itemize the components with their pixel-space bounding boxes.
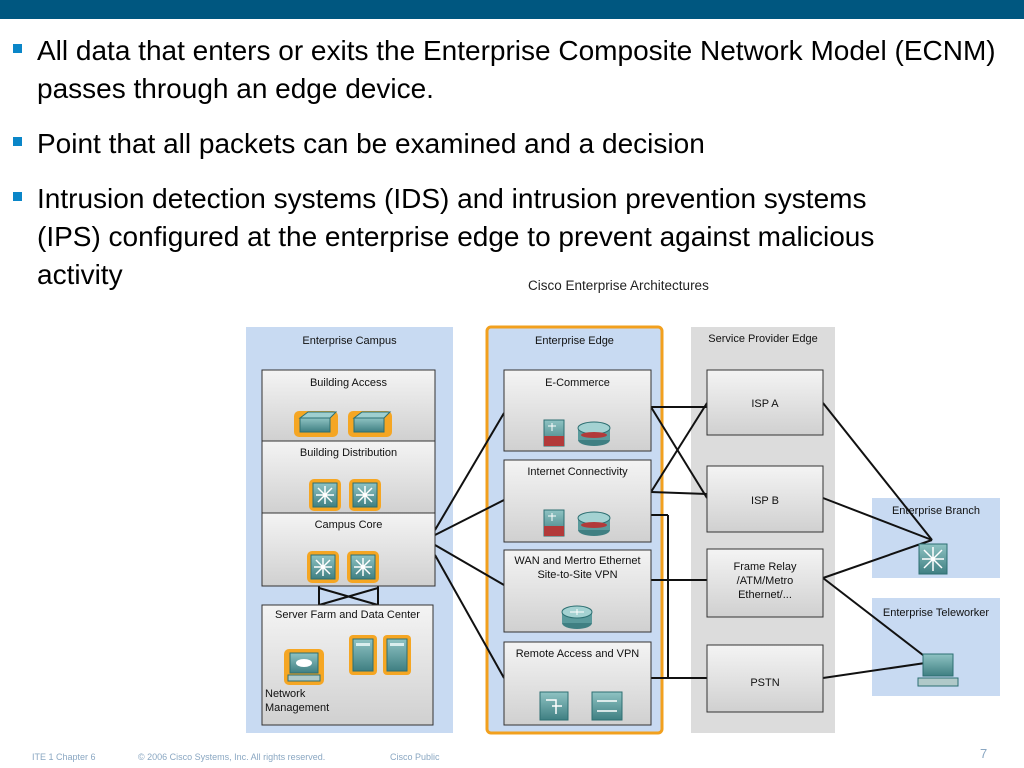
server-farm-label: Server Farm and Data Center [275, 609, 420, 621]
remote-access-label: Remote Access and VPN [515, 648, 640, 660]
workstation-icon [917, 653, 959, 687]
isp-b-module [706, 465, 824, 533]
bullet-item: Intrusion detection systems (IDS) and in… [12, 180, 937, 294]
network-management-label: Network Management [265, 688, 330, 714]
wan-label: WAN and Mertro Ethernet Site-to-Site VPN [514, 555, 641, 581]
ecommerce-module [503, 369, 652, 452]
isp-a-module [706, 369, 824, 436]
router-icon [577, 421, 611, 446]
bullet-marker [13, 192, 22, 201]
pstn-module [706, 644, 824, 713]
frame-relay-label: Frame Relay /ATM/Metro Ethernet/... [733, 561, 797, 601]
pstn-label: PSTN [750, 677, 780, 689]
bullet-item: Point that all packets can be examined a… [12, 125, 1002, 163]
server-icon [383, 635, 411, 675]
server-icon [349, 635, 377, 675]
router-icon [577, 511, 611, 536]
ecommerce-label: E-Commerce [545, 377, 610, 389]
firewall-icon [543, 419, 565, 447]
switch-icon [294, 411, 338, 437]
switch-icon [348, 411, 392, 437]
building-distribution-label: Building Distribution [299, 447, 398, 459]
multilayer-switch-icon [347, 551, 379, 583]
service-provider-title: Service Provider Edge [708, 333, 818, 345]
diagram-title: Cisco Enterprise Architectures [528, 278, 709, 293]
top-bar [0, 0, 1024, 19]
vpn-concentrator-icon [539, 691, 569, 721]
firewall-icon [543, 509, 565, 537]
internet-connectivity-module [503, 459, 652, 543]
bullet-text: Point that all packets can be examined a… [37, 128, 705, 159]
footer-classification: Cisco Public [390, 752, 440, 762]
building-access-label: Building Access [309, 377, 388, 389]
isp-b-label: ISP B [751, 495, 779, 507]
campus-core-label: Campus Core [314, 519, 383, 531]
workstation-icon [284, 649, 324, 685]
isp-a-label: ISP A [751, 398, 779, 410]
bullet-list: All data that enters or exits the Enterp… [12, 32, 1002, 311]
multilayer-switch-icon [307, 551, 339, 583]
router-icon [561, 605, 593, 629]
bullet-marker [13, 137, 22, 146]
enterprise-teleworker-label: Enterprise Teleworker [882, 607, 990, 619]
multilayer-switch-icon [349, 479, 381, 511]
multilayer-switch-icon [918, 543, 948, 575]
bullet-text: All data that enters or exits the Enterp… [37, 35, 996, 104]
page-number: 7 [980, 746, 988, 761]
enterprise-edge-title: Enterprise Edge [535, 335, 614, 347]
building-distribution-module [261, 440, 436, 514]
bullet-item: All data that enters or exits the Enterp… [12, 32, 1002, 108]
footer-chapter: ITE 1 Chapter 6 [32, 752, 96, 762]
internet-connectivity-label: Internet Connectivity [527, 466, 628, 478]
enterprise-branch-label: Enterprise Branch [891, 505, 981, 517]
footer-copyright: © 2006 Cisco Systems, Inc. All rights re… [138, 752, 326, 762]
multilayer-switch-icon [309, 479, 341, 511]
frame-relay-module [706, 548, 824, 618]
bullet-text: Intrusion detection systems (IDS) and in… [37, 183, 875, 290]
connection-lines [318, 402, 933, 679]
switch-icon [591, 691, 623, 721]
remote-access-module [503, 641, 652, 726]
enterprise-campus-title: Enterprise Campus [302, 335, 397, 347]
bullet-marker [13, 44, 22, 53]
